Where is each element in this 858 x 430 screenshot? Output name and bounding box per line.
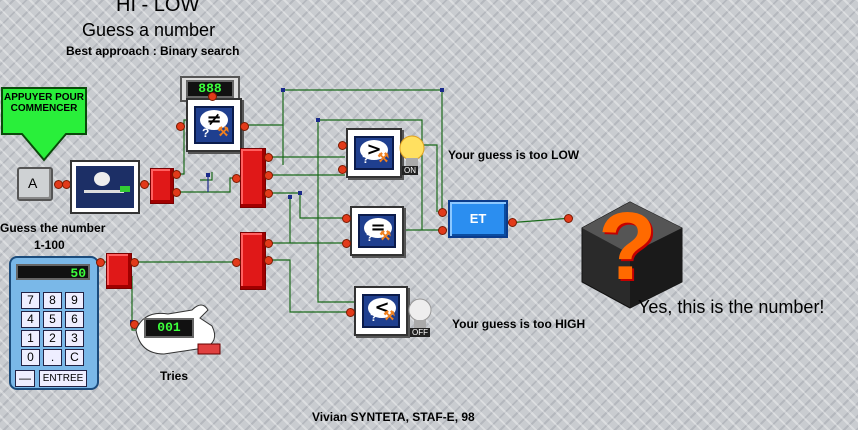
tries-counter-display: 001	[144, 318, 194, 338]
key-4[interactable]: 4	[21, 311, 40, 328]
question-cube-icon	[581, 201, 683, 309]
bulb-off-label: OFF	[410, 328, 430, 337]
gate-symbol-neq: ≠	[200, 110, 228, 130]
red-logic-block[interactable]	[150, 168, 174, 204]
gate-question-icon: ?	[202, 126, 210, 140]
connector	[264, 256, 273, 265]
connector	[264, 189, 273, 198]
connector	[346, 308, 355, 317]
gate-question-icon: ?	[366, 230, 374, 244]
gate-symbol-gt: >	[360, 140, 388, 160]
connector	[176, 122, 185, 131]
key-.[interactable]: .	[43, 349, 62, 366]
start-arrow-icon	[1, 87, 87, 162]
key-9[interactable]: 9	[65, 292, 84, 309]
bulb-off-icon: OFF	[404, 296, 438, 342]
wrench-icon: ⚒	[379, 228, 391, 243]
gate-question-icon: ?	[362, 152, 370, 166]
and-gate-label: ET	[469, 211, 487, 226]
connector	[342, 239, 351, 248]
random-generator-module[interactable]	[70, 160, 140, 214]
credit-text: Vivian SYNTETA, STAF-E, 98	[312, 410, 475, 424]
gate-symbol-lt: <	[368, 298, 396, 318]
start-button[interactable]: APPUYER POUR COMMENCER	[0, 86, 92, 162]
key-C[interactable]: C	[65, 349, 84, 366]
bulb-on-label: ON	[402, 166, 418, 175]
too-high-message: Your guess is too HIGH	[452, 317, 586, 331]
key-2[interactable]: 2	[43, 330, 62, 347]
connector	[338, 165, 347, 174]
range-label: 1-100	[34, 238, 65, 252]
a-key-button[interactable]: A	[17, 167, 53, 201]
result-message: Yes, this is the number!	[638, 297, 825, 317]
guess-label: Guess the number	[0, 221, 106, 235]
gate-question-icon: ?	[370, 310, 378, 324]
too-low-message: Your guess is too LOW	[448, 148, 580, 162]
connector	[264, 171, 273, 180]
guess-display: 50	[16, 264, 90, 281]
connector	[508, 218, 517, 227]
and-gate[interactable]: ET	[448, 200, 508, 238]
connector	[208, 92, 217, 101]
connector	[140, 180, 149, 189]
connector	[342, 214, 351, 223]
key-1[interactable]: 1	[21, 330, 40, 347]
less-than-gate[interactable]: < ? ⚒	[354, 286, 408, 336]
connector	[172, 170, 181, 179]
gate-symbol-eq: =	[364, 218, 392, 238]
not-equal-gate[interactable]: ≠ ? ⚒	[186, 98, 242, 152]
connector	[96, 258, 105, 267]
app-subtitle: Guess a number	[82, 20, 216, 40]
connector	[240, 122, 249, 131]
connector	[232, 258, 241, 267]
connector	[264, 153, 273, 162]
wrench-icon: ⚒	[217, 124, 229, 139]
wrench-icon: ⚒	[377, 150, 389, 165]
connector	[564, 214, 573, 223]
connector	[130, 258, 139, 267]
connector	[232, 174, 241, 183]
connector	[438, 226, 447, 235]
greater-than-gate[interactable]: > ? ⚒	[346, 128, 402, 178]
bulb-on-icon: ON	[396, 132, 430, 178]
connector	[438, 208, 447, 217]
key-0[interactable]: 0	[21, 349, 40, 366]
key-minus[interactable]: —	[15, 370, 35, 387]
key-enter[interactable]: ENTREE	[39, 370, 87, 387]
tries-label: Tries	[160, 369, 189, 383]
big-question-mark: ?	[598, 193, 657, 300]
connector	[338, 141, 347, 150]
key-8[interactable]: 8	[43, 292, 62, 309]
wrench-icon: ⚒	[383, 308, 395, 323]
red-logic-block-large[interactable]	[240, 148, 266, 208]
approach-hint: Best approach : Binary search	[66, 44, 240, 58]
app-title: HI - LOW	[116, 0, 200, 16]
equal-gate[interactable]: = ? ⚒	[350, 206, 404, 256]
red-logic-block[interactable]	[106, 253, 132, 289]
connector	[264, 239, 273, 248]
start-button-label: APPUYER POUR COMMENCER	[3, 92, 84, 114]
key-5[interactable]: 5	[43, 311, 62, 328]
key-3[interactable]: 3	[65, 330, 84, 347]
a-key-label: A	[28, 175, 38, 191]
key-7[interactable]: 7	[21, 292, 40, 309]
red-logic-block-large[interactable]	[240, 232, 266, 290]
mystery-cube[interactable]: ?	[572, 193, 688, 310]
tries-counter: 001	[134, 296, 224, 360]
connector	[172, 188, 181, 197]
key-6[interactable]: 6	[65, 311, 84, 328]
